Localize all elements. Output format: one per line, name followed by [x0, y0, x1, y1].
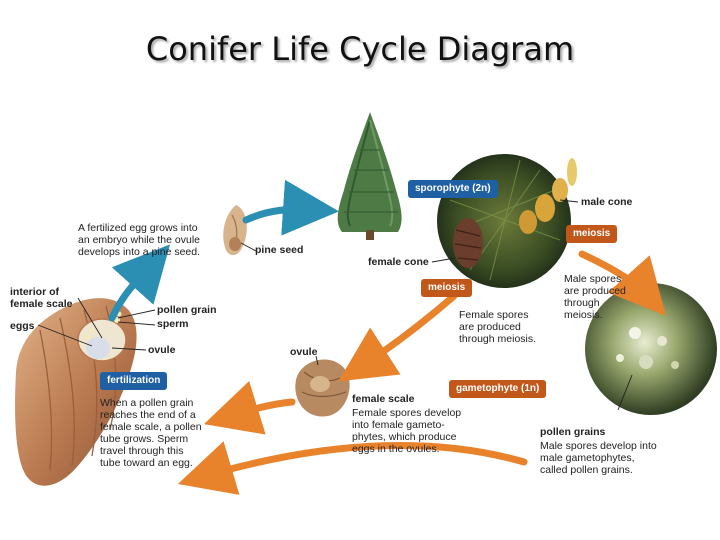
- arrow-ovule-to-scale: [203, 380, 296, 435]
- fertilization-description: When a pollen grain reaches the end of a…: [100, 397, 202, 469]
- male-gametophytes-description: Male spores develop into male gametophyt…: [540, 440, 657, 476]
- pine-tree-icon: [337, 112, 402, 240]
- sporophyte-tag: sporophyte (2n): [408, 180, 498, 198]
- embryo-description: A fertilized egg grows into an embryo wh…: [78, 222, 201, 258]
- sperm-label: sperm: [157, 318, 189, 330]
- leader-lines: [37, 199, 633, 411]
- female-scale-icon: [15, 298, 137, 486]
- ovule-center-label: ovule: [290, 346, 318, 358]
- female-spores-description: Female spores are produced through meios…: [459, 309, 537, 345]
- meiosis-male-tag: meiosis: [566, 225, 618, 243]
- fertilization-tag: fertilization: [100, 372, 168, 390]
- arrow-seed-to-tree: [242, 179, 339, 236]
- female-cone-label: female cone: [368, 256, 429, 268]
- female-gametophytes-description: Female spores develop into female gameto…: [352, 407, 462, 455]
- arrow-pollen-to-seed: [108, 244, 171, 322]
- ovule-left-label: ovule: [148, 344, 176, 356]
- meiosis-female-tag: meiosis: [421, 279, 473, 297]
- female-scale-label: female scale: [352, 393, 415, 405]
- arrow-cone-to-ovule: [338, 292, 458, 382]
- arrow-pollen-to-scale: [177, 441, 528, 495]
- interior-female-scale-label: interior of female scale: [10, 286, 73, 310]
- page-title: Conifer Life Cycle Diagram: [145, 30, 575, 68]
- eggs-label: eggs: [10, 320, 35, 332]
- male-cone-label: male cone: [581, 196, 633, 208]
- pollen-grains-label: pollen grains: [540, 426, 606, 438]
- pollen-photo-icon: [585, 283, 717, 415]
- cones-photo-icon: [437, 154, 577, 288]
- pollen-grain-label: pollen grain: [157, 304, 217, 316]
- gametophyte-tag: gametophyte (1n): [449, 380, 547, 398]
- male-spores-description: Male spores are produced through meiosis…: [564, 273, 626, 321]
- pine-seed-icon: [223, 205, 247, 256]
- pine-seed-label: pine seed: [255, 244, 304, 256]
- ovule-icon: [295, 359, 350, 417]
- arrow-cone-to-pollen: [578, 250, 666, 316]
